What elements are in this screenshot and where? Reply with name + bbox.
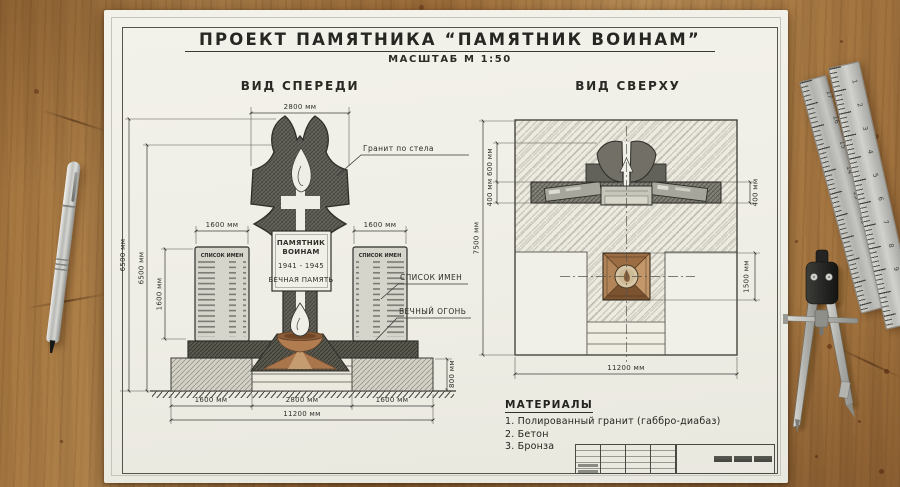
compass <box>783 249 859 433</box>
sheet-outer-frame <box>111 17 781 476</box>
ruler-number: 4 <box>865 148 875 155</box>
wood-scratch <box>25 292 110 309</box>
plaza-border <box>514 119 738 356</box>
front-dimensions: 2800 мм 6500 мм 6500 мм 1600 мм 1600 мм <box>119 103 456 424</box>
dim-top-total-width: 11200 мм <box>607 364 644 372</box>
wood-speckles <box>0 0 3 3</box>
sheet-header: ПРОЕКТ ПАМЯТНИКА “ПАМЯТНИК ВОИНАМ” МАСШТ… <box>122 30 778 65</box>
panel-header: СПИСОК ИМЕН <box>201 253 244 259</box>
flame-glyph <box>623 270 630 282</box>
title-block <box>575 444 775 474</box>
flame-inner-line <box>297 165 304 186</box>
label-granite: Гранит по стела <box>363 144 434 153</box>
dim-bottom-left: 1600 мм <box>195 396 228 404</box>
names-panel-left: СПИСОК ИМЕН <box>194 246 250 342</box>
label-names: СПИСОК ИМЕН <box>400 273 462 282</box>
compass-body <box>783 249 859 433</box>
dim-height-outer: 6500 мм <box>119 239 127 272</box>
ruler-number: 5 <box>871 172 880 179</box>
dim-panel-width-left: 1600 мм <box>206 221 239 229</box>
dim-overall-depth: 7500 мм <box>473 222 481 255</box>
bowl-flame <box>290 302 310 337</box>
eternal-flame-bowl <box>262 302 338 370</box>
top-dimensions: 7500 мм 600 мм 400 мм 400 мм 1500 мм <box>473 119 760 379</box>
materials-list: 1. Полированный гранит (габбро-диабаз)2.… <box>505 416 721 454</box>
wood-scratch <box>41 109 109 133</box>
plaque-years: 1941 - 1945 <box>278 262 324 270</box>
centerlines <box>560 126 695 362</box>
top-view-drawing: 7500 мм 600 мм 400 мм 400 мм 1500 мм <box>473 119 760 379</box>
front-view-heading: ВИД СПЕРЕДИ <box>240 79 360 93</box>
top-view-heading: ВИД СВЕРХУ <box>575 79 681 93</box>
dim-platform-depth-right: 400 мм <box>752 179 760 207</box>
dim-height-inner: 6500 мм <box>138 252 146 285</box>
ruler-number: 6 <box>876 195 885 202</box>
dim-panel-width-right: 1600 мм <box>364 221 397 229</box>
flame-cutout <box>291 147 312 193</box>
plaque-line3: ВЕЧНАЯ ПАМЯТЬ <box>268 276 333 284</box>
title-block-cells <box>714 456 772 462</box>
label-eternal-flame: ВЕЧНЫЙ ОГОНЬ <box>399 307 466 316</box>
monument-plan <box>530 140 722 206</box>
front-view-drawing: ПАМЯТНИК ВОИНАМ 1941 - 1945 ВЕЧНАЯ ПАМЯТ… <box>119 103 471 424</box>
names-panel-right: СПИСОК ИМЕН <box>352 246 408 342</box>
materials-section: МАТЕРИАЛЫ 1. Полированный гранит (габбро… <box>505 393 721 454</box>
materials-item: 3. Бронза <box>505 441 555 452</box>
dim-stele-depth: 600 мм <box>486 148 494 176</box>
title-block-label <box>578 464 598 467</box>
memorial-plaque: ПАМЯТНИК ВОИНАМ 1941 - 1945 ВЕЧНАЯ ПАМЯТ… <box>268 230 333 292</box>
dim-panel-height: 1600 мм <box>156 278 164 311</box>
plaza-cutout-right <box>664 251 738 356</box>
dim-top-width: 2800 мм <box>284 103 317 111</box>
dim-flame-depth: 1500 мм <box>743 260 751 293</box>
materials-heading: МАТЕРИАЛЫ <box>505 399 593 413</box>
plaque-line2: ВОИНАМ <box>282 248 319 256</box>
ruler-number: 3 <box>860 125 870 132</box>
dim-bottom-right: 1600 мм <box>376 396 409 404</box>
drawing-border <box>122 27 778 474</box>
blueprint-sheet: ПРОЕКТ ПАМЯТНИКА “ПАМЯТНИК ВОИНАМ” МАСШТ… <box>104 10 788 483</box>
dim-total-width: 11200 мм <box>283 410 320 418</box>
plaque-line1: ПАМЯТНИК <box>277 239 325 247</box>
title-block-grid <box>576 445 676 473</box>
title-block-stamp <box>676 445 774 473</box>
materials-item: 2. Бетон <box>505 428 549 440</box>
panel-header: СПИСОК ИМЕН <box>359 253 402 259</box>
ruler-number: 17 <box>824 89 835 100</box>
pen <box>45 160 82 343</box>
steps-plan <box>586 321 666 356</box>
dim-bottom-center: 2800 мм <box>286 396 319 404</box>
ruler-number: 7 <box>881 219 891 226</box>
pen-rings <box>54 258 70 274</box>
sheet-title: ПРОЕКТ ПАМЯТНИКА “ПАМЯТНИК ВОИНАМ” <box>185 30 715 52</box>
cross-post-cutout <box>296 188 305 233</box>
sheet-scale-note: МАСШТАБ М 1:50 <box>388 54 512 65</box>
materials-item: 1. Полированный гранит (габбро-диабаз) <box>505 416 721 427</box>
front-annotations: Гранит по стела СПИСОК ИМЕН ВЕЧНЫЙ ОГОНЬ <box>336 144 471 344</box>
ruler-number: 1 <box>850 78 859 85</box>
dim-base-height: 800 мм <box>448 360 456 388</box>
dim-platform-depth-left: 400 мм <box>486 179 494 207</box>
plaza-cutout-left <box>514 251 588 356</box>
ruler-number: 16 <box>831 114 842 125</box>
ruler-number: 2 <box>855 102 865 108</box>
title-block-label <box>578 470 598 473</box>
